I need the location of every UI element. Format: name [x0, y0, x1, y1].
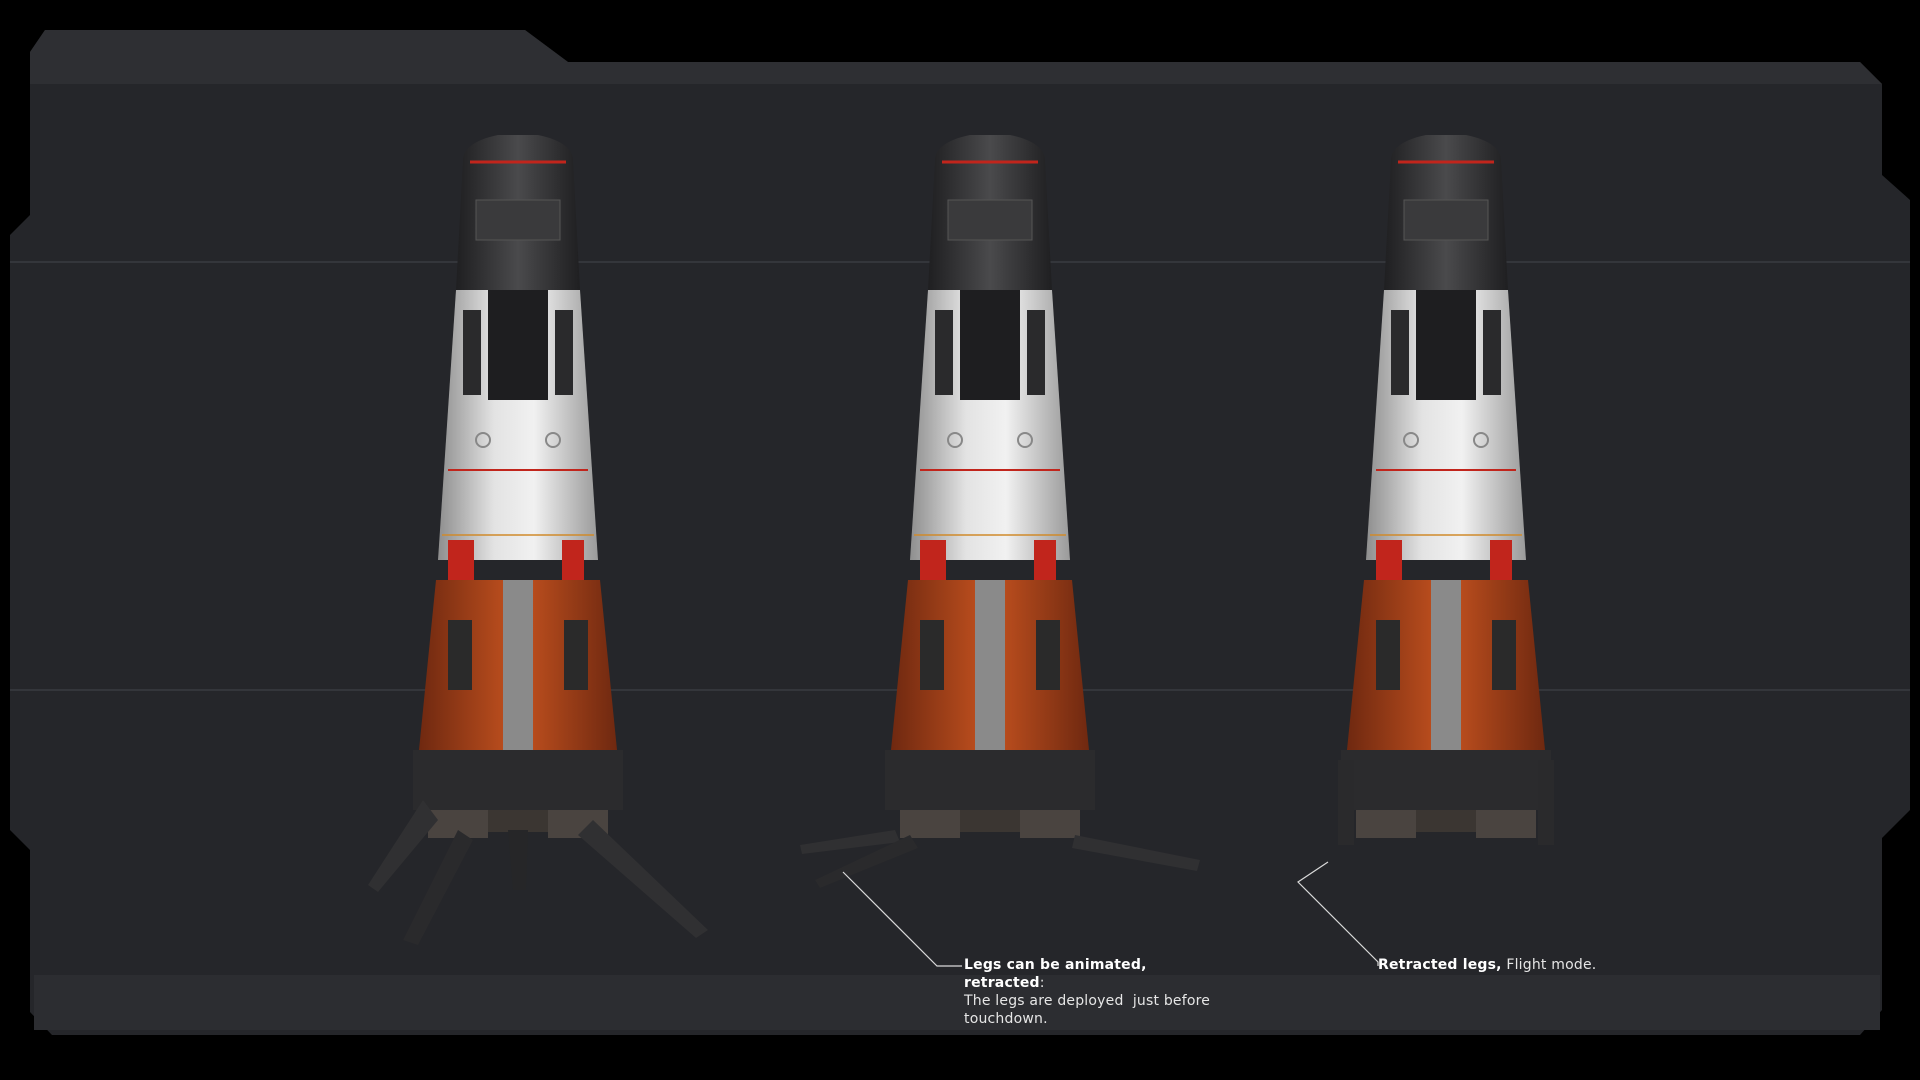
rocket-legs-half-deployed [800, 133, 1200, 888]
caption-legs-animated-line2: The legs are deployed just before [964, 993, 1211, 1009]
caption-legs-animated: Legs can be animated, retracted: The leg… [964, 956, 1224, 1028]
caption-legs-animated-colon: : [1039, 975, 1045, 991]
caption-retracted-legs-bold: Retracted legs, [1378, 957, 1502, 973]
caption-legs-animated-line3: touchdown. [964, 1011, 1048, 1027]
panel-top-strip [30, 30, 1882, 84]
caption-retracted-legs-rest: Flight mode. [1501, 957, 1597, 973]
caption-retracted-legs: Retracted legs, Flight mode. [1378, 956, 1618, 974]
rocket-legs-retracted [1338, 133, 1554, 845]
leader-line-right [1297, 861, 1379, 966]
leader-line-middle [842, 871, 962, 967]
caption-legs-animated-bold: Legs can be animated, retracted [964, 957, 1147, 991]
rocket-legs-deployed [368, 133, 708, 945]
panel-bottom-strip [34, 975, 1880, 1030]
